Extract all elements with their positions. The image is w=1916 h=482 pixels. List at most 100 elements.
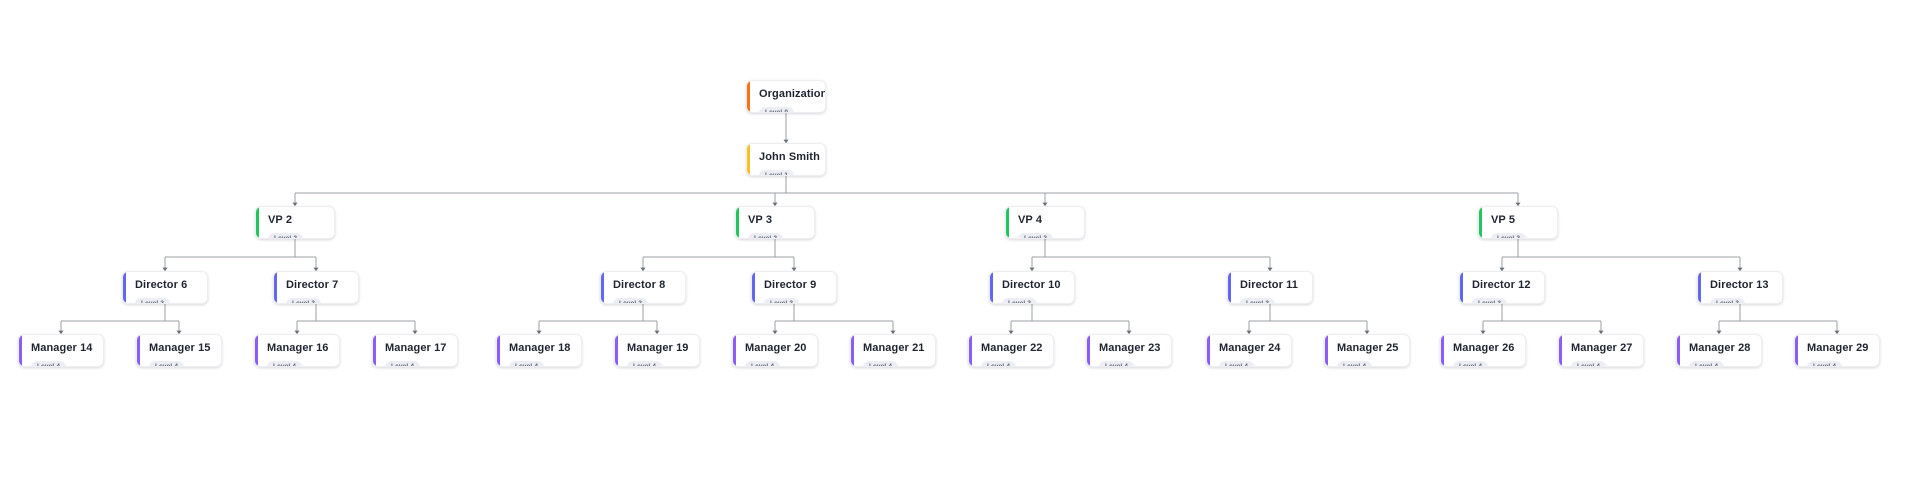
- org-node-m19[interactable]: Manager 19 Level 4: [614, 334, 700, 367]
- org-node-m20[interactable]: Manager 20 Level 4: [732, 334, 818, 367]
- node-accent-bar: [747, 144, 750, 175]
- org-node-vp2[interactable]: VP 2 Level 2: [255, 206, 335, 239]
- node-level-badge: Level 4: [627, 361, 663, 366]
- node-level-badge: Level 4: [31, 361, 67, 366]
- node-accent-bar: [969, 335, 972, 366]
- node-title: VP 3: [748, 214, 773, 226]
- node-level-badge: Level 4: [509, 361, 545, 366]
- org-node-d10[interactable]: Director 10 Level 3: [989, 271, 1075, 304]
- node-accent-bar: [1479, 207, 1482, 238]
- node-title: Director 6: [135, 279, 188, 291]
- node-level-badge: Level 4: [1689, 361, 1725, 366]
- node-accent-bar: [1559, 335, 1562, 366]
- node-level-badge: Level 4: [149, 361, 185, 366]
- node-level-badge: Level 3: [1710, 298, 1746, 303]
- node-accent-bar: [1441, 335, 1444, 366]
- node-title: Director 13: [1710, 279, 1769, 291]
- node-level-badge: Level 3: [613, 298, 649, 303]
- org-node-m28[interactable]: Manager 28 Level 4: [1676, 334, 1762, 367]
- node-level-badge: Level 4: [981, 361, 1017, 366]
- node-title: Manager 15: [149, 342, 211, 354]
- node-accent-bar: [373, 335, 376, 366]
- node-title: Manager 28: [1689, 342, 1751, 354]
- node-accent-bar: [255, 335, 258, 366]
- node-accent-bar: [1006, 207, 1009, 238]
- node-accent-bar: [851, 335, 854, 366]
- node-title: Manager 17: [385, 342, 447, 354]
- node-level-badge: Level 4: [1453, 361, 1489, 366]
- node-accent-bar: [990, 272, 993, 303]
- node-level-badge: Level 2: [1491, 233, 1527, 238]
- node-accent-bar: [256, 207, 259, 238]
- node-accent-bar: [601, 272, 604, 303]
- node-accent-bar: [1795, 335, 1798, 366]
- node-title: Manager 27: [1571, 342, 1633, 354]
- org-node-m15[interactable]: Manager 15 Level 4: [136, 334, 222, 367]
- node-accent-bar: [1228, 272, 1231, 303]
- node-title: Manager 29: [1807, 342, 1869, 354]
- node-level-badge: Level 4: [745, 361, 781, 366]
- node-level-badge: Level 2: [1018, 233, 1054, 238]
- node-title: Director 12: [1472, 279, 1531, 291]
- org-node-m26[interactable]: Manager 26 Level 4: [1440, 334, 1526, 367]
- org-node-vp3[interactable]: VP 3 Level 2: [735, 206, 815, 239]
- node-level-badge: Level 3: [1472, 298, 1508, 303]
- node-level-badge: Level 3: [764, 298, 800, 303]
- org-node-m23[interactable]: Manager 23 Level 4: [1086, 334, 1172, 367]
- node-level-badge: Level 2: [748, 233, 784, 238]
- node-title: Manager 20: [745, 342, 807, 354]
- node-level-badge: Level 2: [268, 233, 304, 238]
- node-accent-bar: [274, 272, 277, 303]
- node-title: Manager 19: [627, 342, 689, 354]
- node-accent-bar: [19, 335, 22, 366]
- node-accent-bar: [1087, 335, 1090, 366]
- node-level-badge: Level 4: [267, 361, 303, 366]
- node-title: Manager 23: [1099, 342, 1161, 354]
- org-node-m18[interactable]: Manager 18 Level 4: [496, 334, 582, 367]
- node-accent-bar: [1207, 335, 1210, 366]
- node-title: Manager 18: [509, 342, 571, 354]
- node-level-badge: Level 3: [1002, 298, 1038, 303]
- node-title: Director 11: [1240, 279, 1298, 291]
- org-node-m16[interactable]: Manager 16 Level 4: [254, 334, 340, 367]
- node-level-badge: Level 3: [1240, 298, 1276, 303]
- node-title: Director 7: [286, 279, 339, 291]
- node-title: Manager 22: [981, 342, 1043, 354]
- node-accent-bar: [747, 81, 750, 112]
- org-node-d12[interactable]: Director 12 Level 3: [1459, 271, 1545, 304]
- node-accent-bar: [1460, 272, 1463, 303]
- node-title: Organization: [759, 88, 826, 100]
- org-node-m27[interactable]: Manager 27 Level 4: [1558, 334, 1644, 367]
- node-level-badge: Level 4: [1571, 361, 1607, 366]
- org-node-d11[interactable]: Director 11 Level 3: [1227, 271, 1313, 304]
- node-title: Manager 26: [1453, 342, 1515, 354]
- node-level-badge: Level 4: [1099, 361, 1135, 366]
- org-node-d7[interactable]: Director 7 Level 3: [273, 271, 359, 304]
- org-node-m22[interactable]: Manager 22 Level 4: [968, 334, 1054, 367]
- node-accent-bar: [137, 335, 140, 366]
- node-accent-bar: [1325, 335, 1328, 366]
- node-level-badge: Level 4: [863, 361, 899, 366]
- node-title: Manager 14: [31, 342, 93, 354]
- node-title: Manager 16: [267, 342, 329, 354]
- node-title: VP 2: [268, 214, 293, 226]
- node-level-badge: Level 4: [1219, 361, 1255, 366]
- node-accent-bar: [1677, 335, 1680, 366]
- node-title: Director 10: [1002, 279, 1061, 291]
- org-node-d13[interactable]: Director 13 Level 3: [1697, 271, 1783, 304]
- node-level-badge: Level 3: [286, 298, 322, 303]
- org-node-m14[interactable]: Manager 14 Level 4: [18, 334, 104, 367]
